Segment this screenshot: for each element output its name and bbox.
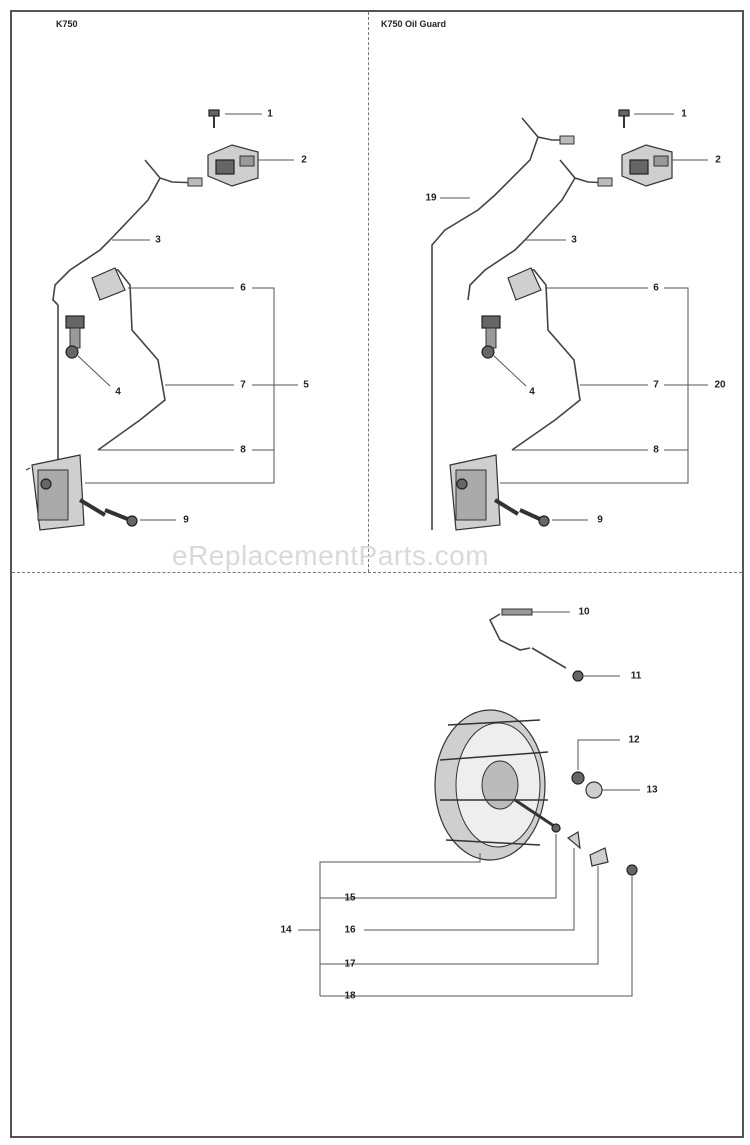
callout-bottom-15: 15 xyxy=(344,892,356,904)
callout-right-8: 8 xyxy=(653,444,659,456)
callout-left-3: 3 xyxy=(155,234,161,246)
panel-title-left: K750 xyxy=(56,19,78,29)
left-ignition-lead xyxy=(91,267,166,451)
bottom-nut-13 xyxy=(585,781,603,799)
callout-bottom-11: 11 xyxy=(630,670,642,682)
left-screws-9 xyxy=(78,498,138,527)
callout-right-19: 19 xyxy=(425,192,437,204)
bottom-bracket-18 xyxy=(589,847,638,876)
left-screw-1 xyxy=(208,109,220,128)
left-spark-plug-4 xyxy=(65,315,85,359)
panel-divider-horizontal xyxy=(12,572,742,573)
callout-bottom-17: 17 xyxy=(344,958,356,970)
callout-left-5: 5 xyxy=(303,379,309,391)
bottom-wire-10 xyxy=(488,608,567,669)
right-switch-2 xyxy=(621,144,673,187)
right-ignition-lead xyxy=(507,267,581,451)
right-wire-3 xyxy=(467,159,613,301)
callout-left-1: 1 xyxy=(267,108,273,120)
right-spark-plug-4 xyxy=(481,315,501,359)
right-ignition-module xyxy=(449,454,501,531)
panel-title-right: K750 Oil Guard xyxy=(381,19,447,29)
callout-bottom-18: 18 xyxy=(344,990,356,1002)
callout-bottom-16: 16 xyxy=(344,924,356,936)
callout-left-4: 4 xyxy=(115,386,121,398)
left-switch-2 xyxy=(207,144,259,187)
callout-right-3: 3 xyxy=(571,234,577,246)
callout-right-1: 1 xyxy=(681,108,687,120)
right-screws-9 xyxy=(493,498,550,527)
bottom-flywheel xyxy=(434,709,561,861)
callout-right-9: 9 xyxy=(597,514,603,526)
callout-left-2: 2 xyxy=(301,154,307,166)
callout-bottom-13: 13 xyxy=(646,784,658,796)
callout-right-4: 4 xyxy=(529,386,535,398)
right-screw-1 xyxy=(618,109,630,128)
bottom-washer-16 xyxy=(551,823,561,833)
watermark: eReplacementParts.com xyxy=(172,540,490,571)
bottom-key-17 xyxy=(566,831,581,850)
callout-right-2: 2 xyxy=(715,154,721,166)
callout-right-7: 7 xyxy=(653,379,659,391)
diagram-frame xyxy=(10,10,744,1138)
callout-left-8: 8 xyxy=(240,444,246,456)
callout-left-7: 7 xyxy=(240,379,246,391)
callout-left-9: 9 xyxy=(183,514,189,526)
callout-right-20: 20 xyxy=(714,379,726,391)
callout-bottom-14: 14 xyxy=(280,924,292,936)
bottom-screw-11 xyxy=(572,670,584,682)
callout-left-6: 6 xyxy=(240,282,246,294)
callout-right-6: 6 xyxy=(653,282,659,294)
panel-divider-vertical xyxy=(368,12,369,572)
left-wire-3 xyxy=(52,159,203,480)
callout-bottom-10: 10 xyxy=(578,606,590,618)
left-ignition-module xyxy=(25,454,85,531)
right-wire-19 xyxy=(431,117,575,530)
bottom-nut-12 xyxy=(571,771,585,785)
callout-bottom-12: 12 xyxy=(628,734,640,746)
